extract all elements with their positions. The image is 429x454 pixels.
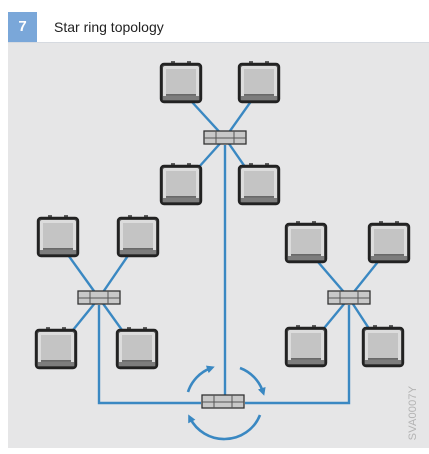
figure-number-badge: 7 <box>8 12 37 42</box>
right-star-switch <box>327 290 371 305</box>
right-group-device-2 <box>367 220 411 264</box>
left-group-device-4 <box>115 326 159 370</box>
left-group-device-2 <box>116 214 160 258</box>
top-group-device-2 <box>237 60 281 104</box>
top-group-device-1 <box>159 60 203 104</box>
figure-title: Star ring topology <box>54 19 164 35</box>
right-group-device-3 <box>284 324 328 368</box>
left-star-switch <box>77 290 121 305</box>
top-group-device-3 <box>159 162 203 206</box>
ring-direction-arrows <box>186 365 266 441</box>
ring-switch <box>201 394 245 409</box>
right-group-device-4 <box>361 324 405 368</box>
top-star-switch <box>203 130 247 145</box>
left-group-device-3 <box>34 326 78 370</box>
figure-header: 7 Star ring topology <box>8 12 429 43</box>
right-group-device-1 <box>284 220 328 264</box>
figure-code-text: SVA0007Y <box>407 385 419 441</box>
left-group-device-1 <box>36 214 80 258</box>
top-group-device-4 <box>237 162 281 206</box>
figure-code: SVA0007Y <box>402 377 422 447</box>
